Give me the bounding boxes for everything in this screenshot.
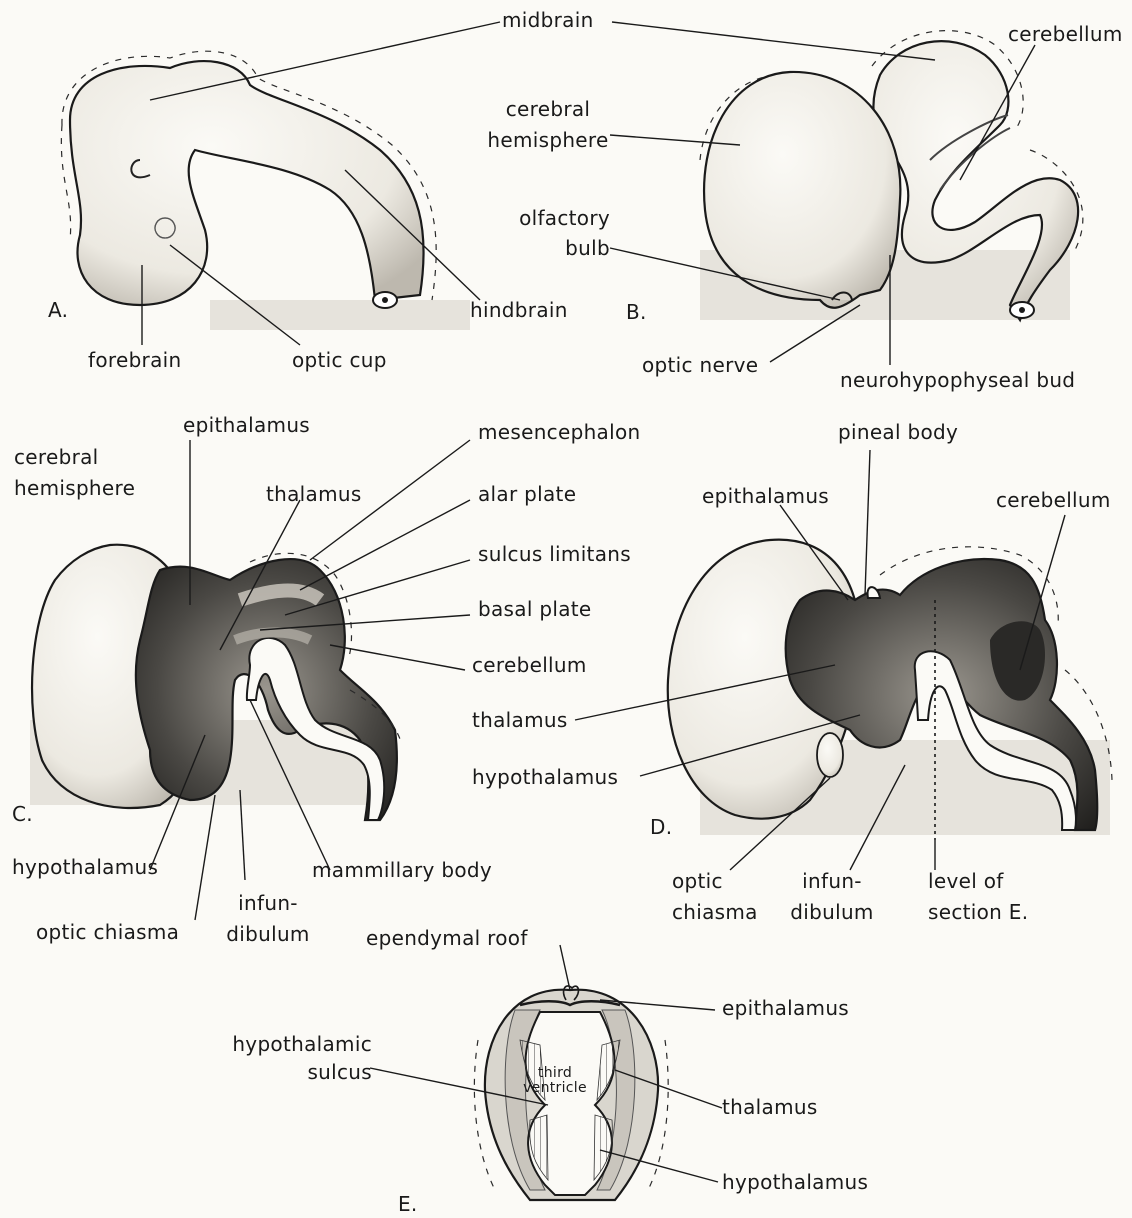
panel-a-neural-tube (70, 61, 424, 305)
label-optic-cup: optic cup (292, 348, 387, 372)
label-c-optic-chiasma: optic chiasma (36, 920, 179, 944)
label-c-infundibulum: infun- dibulum (218, 888, 318, 950)
panel-d-letter: D. (650, 815, 672, 839)
panel-e-letter: E. (398, 1192, 418, 1216)
label-c-thalamus: thalamus (266, 482, 362, 506)
label-c-cerebral-hemisphere: cerebral hemisphere (14, 442, 135, 504)
label-optic-nerve: optic nerve (642, 353, 758, 377)
label-d-cerebellum: cerebellum (996, 488, 1111, 512)
label-level-of-section: level of section E. (928, 866, 1028, 928)
label-hindbrain: hindbrain (470, 298, 568, 322)
label-hypothalamic-sulcus: hypothalamic sulcus (220, 1030, 372, 1086)
panel-b-cerebral-hemisphere (704, 72, 900, 308)
label-d-hypothalamus: hypothalamus (472, 765, 618, 789)
label-d-infundibulum: infun- dibulum (782, 866, 882, 928)
label-sulcus-limitans: sulcus limitans (478, 542, 631, 566)
label-ependymal-roof: ependymal roof (366, 926, 528, 950)
panel-d-optic-chiasma-bulge (817, 733, 843, 777)
label-c-epithalamus: epithalamus (183, 413, 310, 437)
label-e-epithalamus: epithalamus (722, 996, 849, 1020)
label-basal-plate: basal plate (478, 597, 592, 621)
label-pineal-body: pineal body (838, 420, 958, 444)
panel-d-pineal-body (868, 587, 880, 598)
label-e-hypothalamus: hypothalamus (722, 1170, 868, 1194)
panel-b-letter: B. (626, 300, 647, 324)
label-b-cerebral-hemisphere: cerebral hemisphere (480, 94, 616, 156)
panel-c-letter: C. (12, 802, 33, 826)
label-alar-plate: alar plate (478, 482, 576, 506)
label-c-hypothalamus: hypothalamus (12, 855, 158, 879)
label-third-ventricle: third ventricle (520, 1066, 590, 1096)
label-b-cerebellum: cerebellum (1008, 22, 1123, 46)
panel-b-drawing (700, 31, 1083, 320)
panel-a-drawing (61, 51, 470, 330)
panel-a-letter: A. (48, 298, 68, 322)
label-mammillary-body: mammillary body (312, 858, 492, 882)
panel-a-shadow (210, 300, 470, 330)
label-midbrain: midbrain (502, 8, 594, 32)
label-mesencephalon: mesencephalon (478, 420, 640, 444)
label-c-cerebellum: cerebellum (472, 653, 587, 677)
label-e-thalamus: thalamus (722, 1095, 818, 1119)
label-neurohypophyseal-bud: neurohypophyseal bud (840, 368, 1075, 392)
label-d-optic-chiasma: optic chiasma (672, 866, 758, 928)
label-d-thalamus: thalamus (472, 708, 568, 732)
label-d-epithalamus: epithalamus (702, 484, 829, 508)
label-forebrain: forebrain (88, 348, 181, 372)
label-b-olfactory-bulb: olfactory bulb (490, 203, 610, 263)
panel-c-drawing (30, 545, 402, 820)
